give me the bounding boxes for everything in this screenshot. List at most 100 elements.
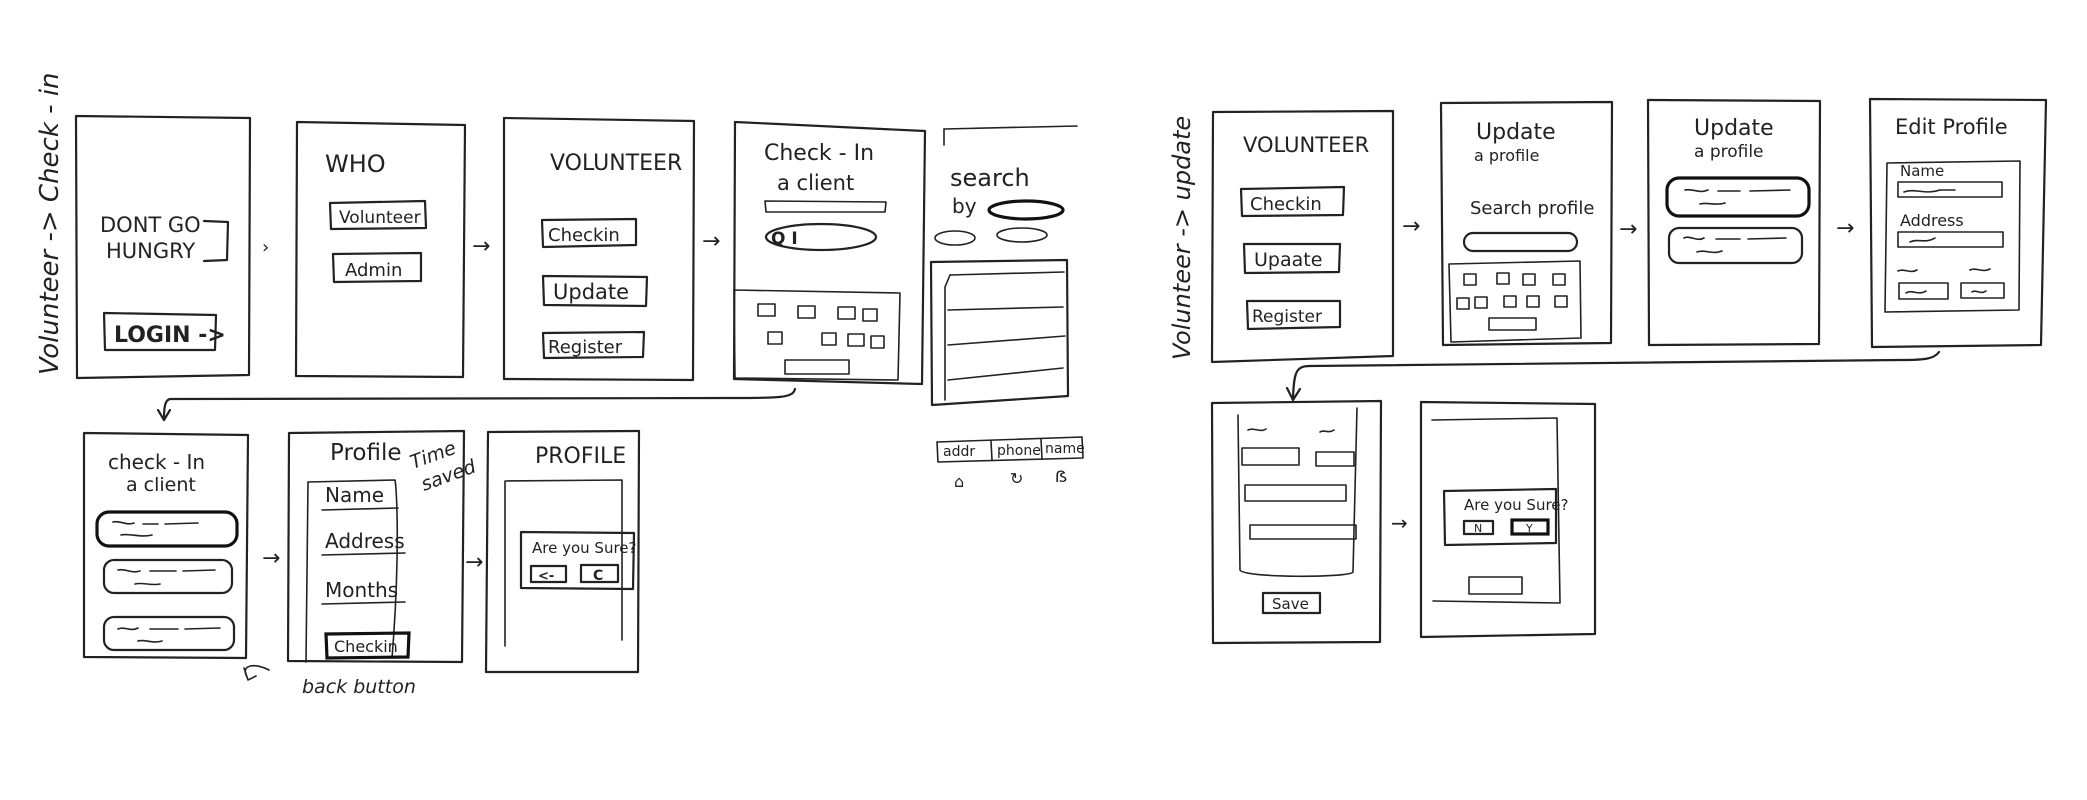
form-input[interactable] xyxy=(1241,447,1300,466)
screen-who: WHO Volunteer Admin xyxy=(294,120,467,379)
screen-checkin-search: Check - In a client Q I xyxy=(732,120,927,386)
screen-checkin-results: check - In a client xyxy=(82,431,250,660)
screen-volunteer-menu-2: VOLUNTEER Checkin Upaate Register xyxy=(1210,109,1395,364)
search-by-label-line2: by xyxy=(952,194,977,218)
list-item[interactable] xyxy=(102,558,234,595)
checkin-search-title-line2: a client xyxy=(777,171,854,195)
arrow-icon: → xyxy=(702,229,720,254)
confirm-button-label: C xyxy=(593,568,603,584)
sort-arrow-icon: ⌂ xyxy=(954,472,964,491)
arrow-icon: → xyxy=(1402,214,1420,239)
list-item[interactable] xyxy=(1665,176,1811,218)
keyboard[interactable] xyxy=(1448,260,1582,343)
volunteer-button[interactable]: Volunteer xyxy=(328,199,428,231)
search-by-input[interactable] xyxy=(987,199,1065,221)
profile-field-address: Address xyxy=(325,529,405,553)
list-item[interactable] xyxy=(95,510,239,548)
admin-button-label: Admin xyxy=(345,260,402,281)
profile-checkin-button-label: Checkin xyxy=(334,637,398,656)
form-input[interactable] xyxy=(1244,484,1347,502)
who-title: WHO xyxy=(325,150,386,178)
list-item[interactable] xyxy=(102,615,236,652)
results-table-header: addr phone name xyxy=(936,436,1085,463)
checkin-button-label: Checkin xyxy=(548,225,620,246)
field-input[interactable] xyxy=(1960,282,2005,299)
profile-confirm-question: Are you Sure? xyxy=(532,539,636,557)
profile-title: Profile xyxy=(330,440,402,466)
profile-field-name: Name xyxy=(325,483,384,507)
screen-update-results: Update a profile xyxy=(1646,98,1822,347)
screen-volunteer-menu: VOLUNTEER Checkin Update Register xyxy=(502,116,696,382)
volunteer-menu-title: VOLUNTEER xyxy=(550,151,682,176)
name-input[interactable] xyxy=(1897,181,2003,198)
back-button-pointer xyxy=(244,664,270,678)
confirm-button[interactable]: C xyxy=(579,563,620,584)
checkin-button[interactable]: Checkin xyxy=(540,217,638,249)
back-button[interactable]: <- xyxy=(529,564,568,584)
search-underline xyxy=(764,200,887,213)
volunteer-menu-2-register-label: Register xyxy=(1252,307,1322,327)
action-button-placeholder[interactable] xyxy=(1468,576,1523,595)
edit-profile-address-label: Address xyxy=(1900,211,1964,230)
login-button-label: LOGIN -> xyxy=(114,323,226,348)
address-input[interactable] xyxy=(1897,231,2004,248)
screen-profile-confirm: PROFILE Are you Sure? <- C xyxy=(484,429,641,674)
keyboard[interactable] xyxy=(733,289,901,381)
register-button[interactable]: Register xyxy=(1245,299,1342,331)
update-button[interactable]: Upaate xyxy=(1242,242,1342,275)
search-input[interactable]: Q I xyxy=(764,222,878,252)
arrow-icon: → xyxy=(1619,217,1637,242)
flow-title-update: Volunteer -> update xyxy=(1168,116,1196,360)
confirm-dialog: Are you Sure? N Y xyxy=(1442,487,1568,547)
back-button-label: <- xyxy=(538,569,554,584)
flow-title-check-in: Volunteer -> Check - in xyxy=(35,72,65,375)
table-header-name: name xyxy=(1045,441,1085,457)
sort-arrow-icon: ↻ xyxy=(1010,469,1023,488)
yes-button[interactable]: Y xyxy=(1510,518,1550,536)
search-by-label-line1: search xyxy=(950,164,1030,192)
search-filter-option[interactable] xyxy=(934,230,976,246)
back-button-annotation: back button xyxy=(302,676,416,698)
landing-title-line2: HUNGRY xyxy=(106,239,195,263)
checkin-button[interactable]: Checkin xyxy=(324,631,411,660)
update-search-title-line1: Update xyxy=(1476,120,1556,145)
checkin-button[interactable]: Checkin xyxy=(1239,185,1346,218)
screen-edit-form: Save xyxy=(1210,399,1383,645)
volunteer-button-label: Volunteer xyxy=(339,208,421,228)
arrow-icon: → xyxy=(1836,216,1854,241)
search-filter-option[interactable] xyxy=(996,227,1048,243)
list-item[interactable] xyxy=(1667,226,1804,265)
login-button[interactable]: LOGIN -> xyxy=(102,311,226,352)
sort-arrow-icon: ẞ xyxy=(1055,467,1067,486)
form-input[interactable] xyxy=(1315,451,1355,467)
admin-button[interactable]: Admin xyxy=(331,251,423,284)
update-results-title-line2: a profile xyxy=(1694,142,1764,162)
table-header-phone: phone xyxy=(997,443,1041,459)
profile-confirm-title: PROFILE xyxy=(535,444,626,469)
checkin-results-title-line1: check - In xyxy=(108,450,205,474)
field-input[interactable] xyxy=(1898,282,1949,300)
yes-button-label: Y xyxy=(1525,522,1533,535)
update-search-title-line2: a profile xyxy=(1474,146,1539,165)
volunteer-menu-2-title: VOLUNTEER xyxy=(1243,133,1369,157)
screen-edit-profile: Edit Profile Name Address xyxy=(1868,97,2048,349)
table-header-addr: addr xyxy=(943,444,975,460)
no-button-label: N xyxy=(1474,522,1482,535)
edit-profile-name-label: Name xyxy=(1900,162,1944,180)
update-button[interactable]: Update xyxy=(541,274,649,308)
screen-update-search: Update a profile Search profile xyxy=(1439,100,1614,347)
register-button[interactable]: Register xyxy=(541,330,646,360)
register-button-label: Register xyxy=(548,337,623,358)
landing-title-line1: DONT GO xyxy=(100,213,201,237)
save-button[interactable]: Save xyxy=(1261,591,1322,615)
no-button[interactable]: N xyxy=(1462,519,1495,536)
flow-connector xyxy=(1291,350,1941,400)
logo-placeholder-icon xyxy=(202,219,230,263)
search-input[interactable] xyxy=(1462,231,1579,253)
volunteer-menu-2-update-label: Upaate xyxy=(1254,249,1322,271)
form-input[interactable] xyxy=(1249,524,1357,540)
update-results-title-line1: Update xyxy=(1694,116,1774,141)
screen-update-confirm: Are you Sure? N Y xyxy=(1419,400,1597,639)
flow-connector xyxy=(162,387,797,420)
arrow-icon: → xyxy=(1391,511,1408,535)
